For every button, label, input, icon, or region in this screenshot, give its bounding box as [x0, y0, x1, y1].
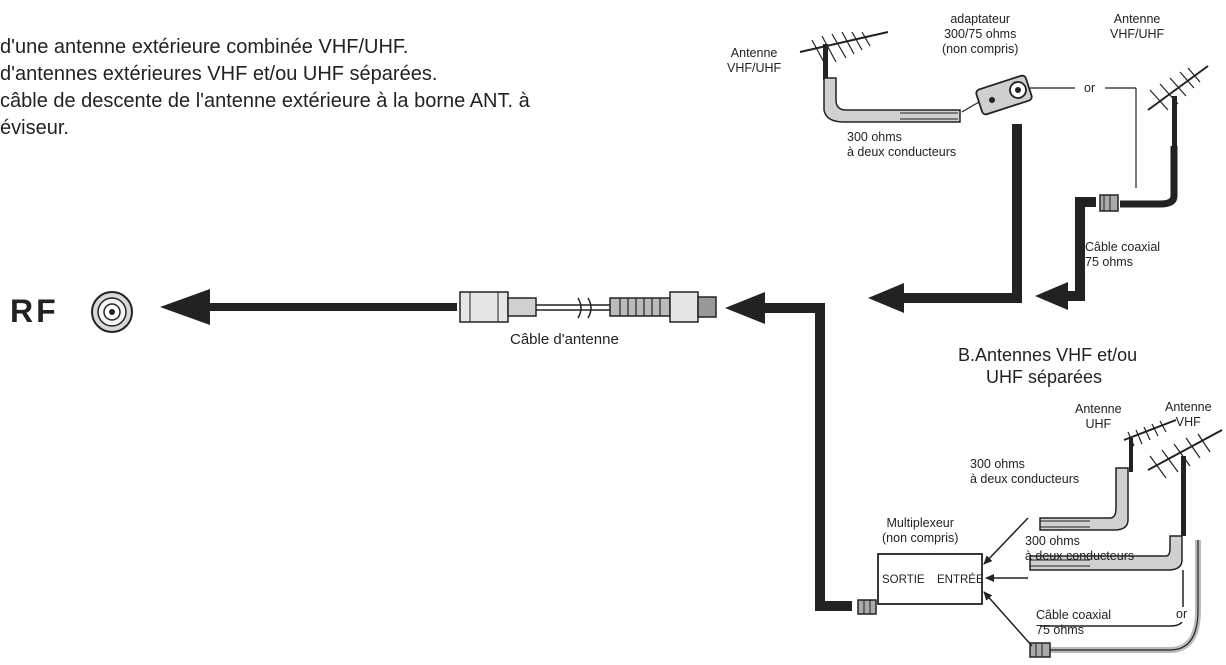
intro-line-2: d'antennes extérieures VHF et/ou UHF sép…	[0, 63, 438, 85]
twin-lead-label-combined: 300 ohms à deux conducteurs	[847, 130, 957, 159]
multiplexer-box	[857, 553, 983, 615]
vhf-antenna-label: Antenne VHF	[1165, 400, 1212, 429]
multiplexer-in-label: ENTRÉE	[937, 574, 984, 586]
multiplexer-input-arrows	[983, 517, 1033, 647]
twin-lead-label-uhf: 300 ohms à deux conducteurs	[970, 457, 1080, 486]
antenna-1-label: Antenne VHF/UHF	[727, 46, 782, 75]
arrow-to-rf	[160, 289, 457, 325]
antenna-vhf-uhf-1-icon	[799, 31, 961, 123]
intro-line-1: d'une antenne extérieure combinée VHF/UH…	[0, 36, 409, 58]
coax-separate-icon	[1029, 540, 1201, 658]
arrow-combined-down	[868, 124, 1022, 313]
rf-label: RF	[10, 293, 59, 329]
antenna-cable-icon	[459, 291, 717, 323]
arrow-coax-down	[1035, 197, 1096, 310]
intro-line-3: câble de descente de l'antenne extérieur…	[0, 90, 530, 112]
multiplexer-label: Multiplexeur (non compris)	[882, 516, 959, 545]
adapter-label: adaptateur 300/75 ohms (non compris)	[942, 12, 1019, 56]
antenna-vhf-uhf-2-icon	[1099, 65, 1209, 212]
multiplexer-out-label: SORTIE	[882, 574, 925, 586]
antenna-cable-label: Câble d'antenne	[510, 331, 619, 348]
twin-lead-label-vhf: 300 ohms à deux conducteurs	[1025, 534, 1135, 563]
intro-line-4: éviseur.	[0, 117, 69, 139]
coax-label-separate: Câble coaxial 75 ohms	[1036, 608, 1112, 637]
or-label-combined: or	[1080, 81, 1100, 96]
intro-text: d'une antenne extérieure combinée VHF/UH…	[0, 34, 720, 142]
antenna-2-label: Antenne VHF/UHF	[1110, 12, 1165, 41]
coax-label-combined: Câble coaxial 75 ohms	[1085, 240, 1161, 269]
antenna-uhf-icon	[1039, 419, 1177, 531]
arrow-multiplexer-to-cable	[725, 292, 852, 611]
or-label-separate: or	[1176, 607, 1188, 622]
uhf-antenna-label: Antenne UHF	[1075, 402, 1122, 431]
separate-antennas-title: B.Antennes VHF et/ou UHF séparées	[958, 345, 1138, 387]
adapter-icon	[961, 74, 1137, 188]
rf-jack-icon	[91, 291, 133, 333]
